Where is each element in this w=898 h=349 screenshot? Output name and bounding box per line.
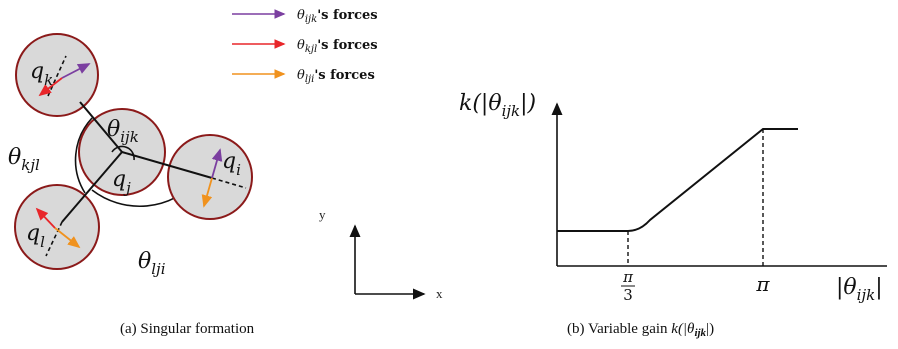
angle-label-kjl: θkjl	[8, 145, 40, 174]
legend-item-ijk: θijk's forces	[232, 8, 378, 25]
dash-normal-i	[211, 177, 247, 189]
legend-label-ijk: θijk's forces	[297, 8, 378, 25]
tick-label-pi-over-3: π 3	[621, 268, 635, 304]
force-arrow-k-red	[38, 77, 63, 97]
legend: θijk's forces θkjl's forces θlji's force…	[232, 8, 378, 85]
caption-a: (a) Singular formation	[120, 321, 255, 337]
legend-label-lji: θlji's forces	[297, 68, 375, 85]
agent-label-k: qk	[30, 59, 53, 89]
dash-normal-l	[45, 221, 63, 257]
legend-item-kjl: θkjl's forces	[232, 38, 378, 55]
gain-plot: k(|θijk|) |θijk| π 3 π	[459, 91, 887, 304]
agent-label-i: qi	[222, 149, 241, 179]
legend-label-kjl: θkjl's forces	[297, 38, 378, 55]
edge-j-l	[61, 151, 123, 223]
tick-label-pi: π	[755, 272, 770, 296]
force-arrow-l-orange	[54, 227, 81, 249]
legend-item-lji: θlji's forces	[232, 68, 375, 85]
caption-b: (b) Variable gain k(|θijk|)	[567, 321, 714, 339]
y-axis-label: y	[319, 207, 326, 222]
force-arrow-k-purple	[61, 63, 91, 79]
gain-curve	[557, 128, 798, 232]
edge-j-i	[121, 151, 213, 179]
force-arrow-i-purple	[211, 148, 223, 179]
angle-arc-kjl	[74, 117, 93, 194]
coordinate-axes: y x	[319, 207, 443, 301]
plot-x-label: |θijk|	[836, 275, 883, 304]
force-arrow-i-orange	[201, 177, 213, 208]
edge-j-k	[79, 101, 123, 153]
plot-y-label: k(|θijk|)	[459, 91, 536, 120]
formation-diagram: qk qj qi ql θijk θkjl θlji	[8, 33, 253, 278]
tick-pi3-numerator: π	[622, 268, 634, 286]
angle-label-lji: θlji	[138, 249, 166, 278]
agent-label-l: ql	[26, 221, 45, 251]
force-arrow-l-red	[35, 207, 56, 229]
angle-label-ijk: θijk	[107, 117, 139, 146]
tick-pi3-denominator: 3	[623, 286, 633, 304]
agent-label-j: qj	[112, 167, 131, 197]
x-axis-label: x	[436, 286, 443, 301]
